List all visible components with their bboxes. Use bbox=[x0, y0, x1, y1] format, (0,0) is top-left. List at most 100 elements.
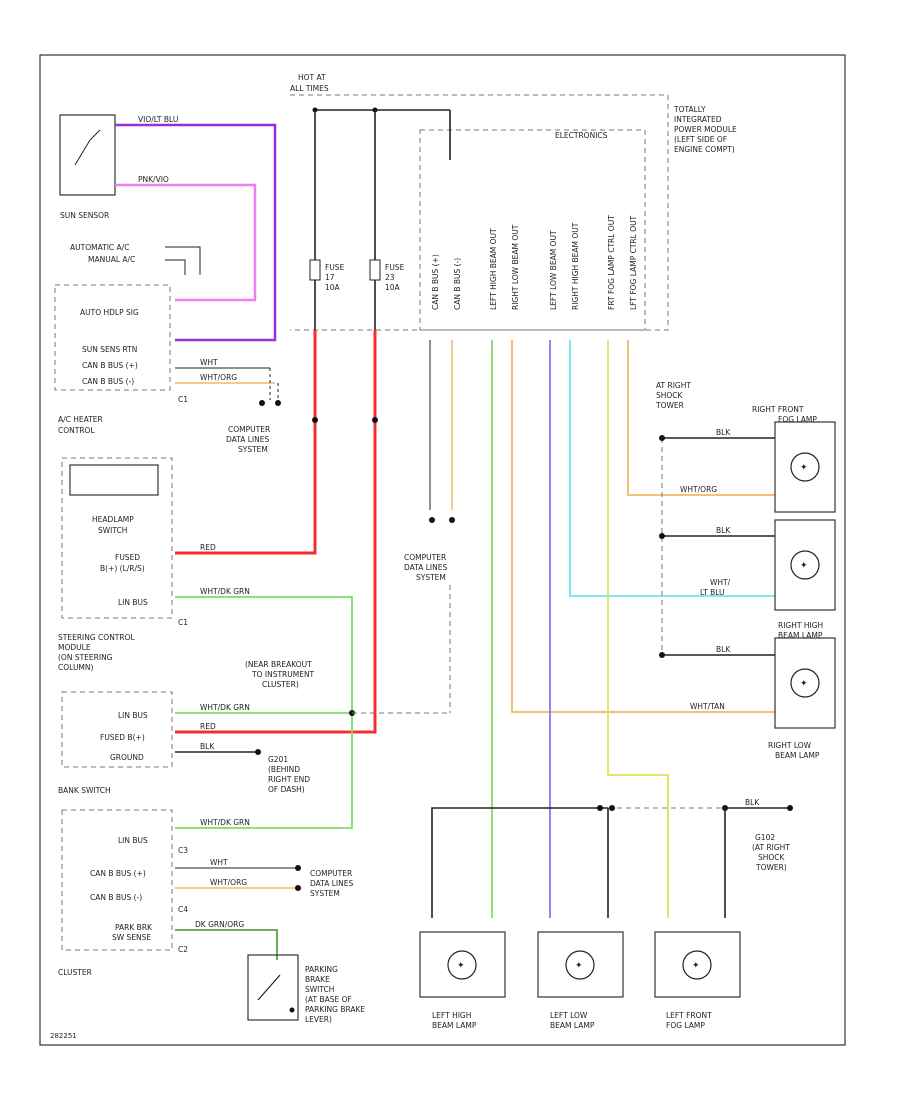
electronics-label: ELECTRONICS bbox=[555, 131, 608, 140]
left-low-beam-lamp: ✦ bbox=[537, 931, 624, 998]
steering-module-outline bbox=[61, 691, 173, 768]
svg-text:CAN B BUS (-): CAN B BUS (-) bbox=[453, 258, 462, 310]
right-high-beam-wire bbox=[569, 340, 775, 597]
cluster-can-pos-arrow bbox=[295, 865, 301, 871]
cluster-label: CLUSTER bbox=[58, 968, 92, 977]
right-fog-wire-label: WHT/ORG bbox=[680, 485, 717, 494]
headlamp-lin-bus-label: LIN BUS bbox=[118, 598, 148, 607]
svg-text:✦: ✦ bbox=[575, 961, 583, 971]
sun-sensor-icon bbox=[74, 129, 101, 166]
parking-brake-ground bbox=[289, 1007, 295, 1013]
manual-ac-lead bbox=[165, 259, 186, 275]
steering-lin-label: LIN BUS bbox=[118, 711, 148, 720]
svg-text:✦: ✦ bbox=[457, 961, 465, 971]
bottom-splice-2 bbox=[609, 805, 615, 811]
right-low-ground-label: BLK bbox=[716, 645, 731, 654]
cluster-can-neg-label: CAN B BUS (-) bbox=[90, 893, 142, 902]
lin-wire-label-2: WHT/DK GRN bbox=[200, 703, 250, 712]
g102-dot bbox=[787, 805, 793, 811]
right-fog-wire bbox=[627, 340, 775, 496]
headlamp-switch-outline bbox=[61, 457, 173, 619]
g102-wire-label: BLK bbox=[745, 798, 760, 807]
electronics-outline bbox=[419, 129, 646, 331]
automatic-ac-lead bbox=[165, 246, 201, 275]
lin-wire-label-1: WHT/DK GRN bbox=[200, 587, 250, 596]
tipm-output-labels: CAN B BUS (+) CAN B BUS (-) LEFT HIGH BE… bbox=[431, 215, 638, 310]
ac-heater-c1-label: C1 bbox=[178, 395, 188, 404]
cluster-c4-label: C4 bbox=[178, 905, 188, 914]
right-low-wire-label: WHT/TAN bbox=[690, 702, 725, 711]
park-brake-wire-label: DK GRN/ORG bbox=[195, 920, 244, 929]
steering-ground-wire-label: BLK bbox=[200, 742, 215, 751]
headlamp-feed-wire-label: RED bbox=[200, 543, 216, 552]
steering-ground-label: GROUND bbox=[110, 753, 144, 762]
right-high-beam-lamp: ✦ bbox=[774, 519, 836, 611]
left-lamps-ground-bus bbox=[431, 807, 608, 918]
svg-text:LFT FOG LAMP CTRL OUT: LFT FOG LAMP CTRL OUT bbox=[629, 215, 638, 310]
right-ground-splice-3 bbox=[659, 652, 665, 658]
right-ground-splice-2 bbox=[659, 533, 665, 539]
cluster-c2-label: C2 bbox=[178, 945, 188, 954]
ac-can-neg-wire-label: WHT/ORG bbox=[200, 373, 237, 382]
tipm-outline bbox=[290, 94, 669, 331]
right-front-fog-lamp: ✦ bbox=[774, 421, 836, 513]
svg-text:FRT FOG LAMP CTRL OUT: FRT FOG LAMP CTRL OUT bbox=[607, 215, 616, 310]
splice-s215 bbox=[312, 417, 318, 423]
bottom-splice-1 bbox=[597, 805, 603, 811]
ac-heater-control-outline bbox=[54, 284, 171, 391]
parking-brake-switch-box bbox=[247, 954, 299, 1021]
can-b-bus-neg-label: CAN B BUS (-) bbox=[82, 377, 134, 386]
park-brake-wire bbox=[175, 929, 278, 960]
svg-text:LEFT HIGH BEAM OUT: LEFT HIGH BEAM OUT bbox=[489, 228, 498, 310]
headlamp-switch-display bbox=[69, 464, 159, 496]
steering-feed-wire-label: RED bbox=[200, 722, 216, 731]
ac-can-neg-arrow bbox=[275, 400, 281, 406]
right-ground-splice-1 bbox=[659, 435, 665, 441]
sun-sensor-wire-pink bbox=[115, 183, 257, 302]
right-high-wire-label: WHT/LT BLU bbox=[700, 578, 731, 597]
sun-sensor-wire1-label: VIO/LT BLU bbox=[138, 115, 178, 124]
cluster-can-neg-arrow bbox=[295, 885, 301, 891]
left-front-fog-lamp: ✦ bbox=[654, 931, 741, 998]
cluster-lin-label: LIN BUS bbox=[118, 836, 148, 845]
steering-fused-label: FUSED B(+) bbox=[100, 733, 145, 742]
svg-text:✦: ✦ bbox=[692, 961, 700, 971]
auto-headlamp-sig-label: AUTO HDLP SIG bbox=[80, 308, 139, 317]
ground-g201-dot bbox=[255, 749, 261, 755]
can-b-bus-pos-label: CAN B BUS (+) bbox=[82, 361, 138, 370]
headlamp-c1-label: C1 bbox=[178, 618, 188, 627]
fuse17-red-wire bbox=[175, 330, 317, 555]
left-fog-wire bbox=[607, 340, 669, 918]
cluster-c3-label: C3 bbox=[178, 846, 188, 855]
cluster-can-pos-wire-label: WHT bbox=[210, 858, 228, 867]
footer-code: 282251 bbox=[50, 1032, 77, 1040]
left-high-beam-lamp: ✦ bbox=[419, 931, 506, 998]
bank-switch-label: BANK SWITCH bbox=[58, 786, 111, 795]
right-low-beam-wire bbox=[511, 340, 775, 713]
right-fog-ground-label: BLK bbox=[716, 428, 731, 437]
right-high-ground-label: BLK bbox=[716, 526, 731, 535]
svg-text:✦: ✦ bbox=[800, 463, 808, 473]
splice-s216 bbox=[372, 417, 378, 423]
cluster-outline bbox=[61, 809, 173, 951]
cluster-can-neg-wire-label: WHT/ORG bbox=[210, 878, 247, 887]
ac-can-pos-arrow bbox=[259, 400, 265, 406]
